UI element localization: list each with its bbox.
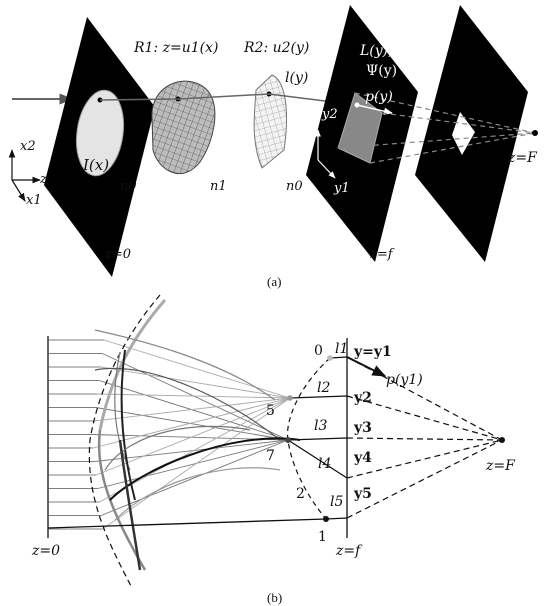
ray-label-l1: l1	[335, 341, 348, 357]
axis-x2-label: x2	[20, 139, 36, 154]
point-label-5: 5	[266, 403, 275, 419]
direction-arrow-b	[346, 356, 387, 377]
ray-path	[99, 93, 358, 106]
input-intensity-label: I(x)	[82, 156, 109, 174]
point-label-0: 0	[314, 343, 323, 359]
target-field-label: L(y),	[359, 43, 393, 59]
target-rays	[47, 356, 348, 529]
reflector-profiles	[88, 294, 301, 589]
index-n0-left: n0	[120, 179, 137, 194]
y-label-5: y5	[353, 486, 372, 502]
fan-ray	[96, 397, 291, 476]
ray-label-l5: l5	[330, 494, 343, 510]
input-rays	[48, 339, 104, 530]
direction-vector-label-b: p(y1)	[386, 372, 423, 388]
ray-label-l4: l4	[318, 456, 331, 472]
point-0	[327, 355, 333, 361]
axis-y2-label: y2	[321, 107, 338, 122]
fan-ray	[94, 397, 291, 422]
target-axes	[315, 129, 336, 179]
fan-ray	[99, 380, 289, 441]
focus-rays	[346, 356, 503, 519]
y-label-1: y=y1	[353, 344, 392, 360]
panel-b: z=0 z=f	[31, 294, 516, 605]
plane-z0-label-a: z=0	[104, 247, 131, 262]
point-7	[285, 437, 291, 443]
y-label-2: y2	[353, 390, 372, 406]
front-curve	[286, 357, 331, 520]
caption-a: (a)	[267, 274, 281, 289]
point-label-1: 1	[318, 529, 327, 545]
ray-label-l3: l3	[314, 418, 327, 434]
direction-vector-label: p(y)	[365, 89, 393, 105]
focus-point-b	[499, 437, 505, 443]
plane-z0-label-b: z=0	[31, 543, 60, 559]
fan-ray	[92, 397, 291, 449]
index-n0-right: n0	[286, 179, 303, 194]
fan-ray	[102, 353, 289, 441]
axis-z-label: z	[39, 172, 47, 187]
fan-ray	[95, 407, 289, 441]
point-label-7: 7	[266, 448, 275, 464]
direction-arrow	[356, 104, 393, 115]
fan-ray	[100, 439, 289, 516]
y-label-4: y4	[353, 450, 372, 466]
panel-a: I(x) z=F R1: z=u1(x) R2: u2(y) l(y	[8, 5, 538, 289]
index-n1: n1	[210, 179, 227, 194]
input-aperture	[75, 89, 125, 177]
focus-label-a: z=F	[507, 150, 538, 166]
y-label-3: y3	[353, 420, 372, 436]
point-label-2: 2	[296, 486, 305, 502]
fan-ray	[102, 397, 291, 530]
fan-ray	[103, 339, 291, 399]
caption-b: (b)	[267, 590, 282, 605]
point-5	[287, 395, 293, 401]
surface-r2-label: R2: u2(y)	[243, 40, 309, 56]
plane-zf-label-b: z=f	[335, 543, 363, 559]
fan-ray	[100, 366, 291, 399]
plane-zf-label-a: z=f	[369, 247, 395, 262]
axis-x1-label: x1	[26, 193, 42, 208]
focus-label-b: z=F	[485, 458, 516, 474]
point-1	[323, 516, 329, 522]
fan-ray	[97, 393, 291, 399]
axis-y1-label: y1	[333, 181, 350, 196]
focus-point-a	[532, 130, 538, 136]
ray-label-l2: l2	[317, 380, 330, 396]
axes-triad	[8, 149, 41, 202]
focus-beam	[337, 92, 536, 164]
target-psi-label: Ψ(y)	[366, 63, 397, 79]
ray-label: l(y)	[285, 70, 308, 86]
surface-r1-label: R1: z=u1(x)	[133, 40, 218, 56]
